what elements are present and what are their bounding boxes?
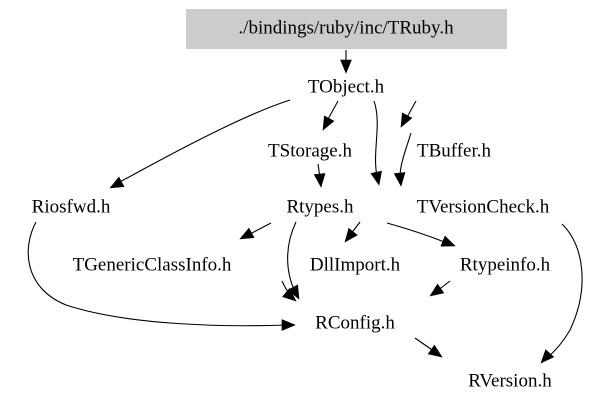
edge-line: [386, 222, 448, 244]
graph-node-rconfig[interactable]: RConfig.h: [315, 312, 395, 333]
graph-node-rversion[interactable]: RVersion.h: [468, 370, 552, 391]
graph-node-tbuffer[interactable]: TBuffer.h: [417, 140, 492, 161]
node-label: DllImport.h: [310, 254, 401, 275]
graph-edge: [239, 222, 272, 240]
graph-node-tobject[interactable]: TObject.h: [308, 76, 385, 97]
graph-node-dllimport[interactable]: DllImport.h: [310, 254, 401, 275]
graph-node-riosfwd[interactable]: Riosfwd.h: [32, 196, 111, 217]
nodes-layer: ./bindings/ruby/inc/TRuby.hTObject.hTSto…: [32, 9, 552, 391]
graph-edge: [109, 99, 291, 189]
node-label: Rtypes.h: [286, 196, 354, 217]
edge-arrowhead: [239, 227, 255, 240]
node-label: RVersion.h: [468, 370, 552, 391]
edge-line: [399, 132, 412, 178]
node-label: Riosfwd.h: [32, 196, 111, 217]
node-label: RConfig.h: [315, 312, 395, 333]
graph-edge: [344, 221, 361, 243]
graph-edge: [322, 100, 339, 131]
edge-arrowhead: [393, 172, 406, 187]
node-label: TStorage.h: [268, 140, 352, 161]
graph-edge: [370, 100, 382, 186]
graph-node-truby[interactable]: ./bindings/ruby/inc/TRuby.h: [186, 9, 507, 49]
graph-node-tversion[interactable]: TVersionCheck.h: [417, 196, 550, 217]
graph-edge: [429, 280, 451, 297]
edges-layer: [27, 50, 583, 364]
edge-line: [373, 100, 378, 177]
graph-edge: [414, 337, 443, 358]
edge-arrowhead: [287, 284, 300, 300]
node-label: TBuffer.h: [417, 140, 492, 161]
edge-arrowhead: [400, 112, 413, 128]
graph-edge: [386, 222, 456, 247]
graph-edge: [287, 221, 300, 300]
node-label: Rtypeinfo.h: [460, 254, 551, 275]
graph-edge: [281, 280, 297, 302]
edge-arrowhead: [440, 235, 456, 247]
edge-arrowhead: [427, 344, 443, 358]
edge-arrowhead: [340, 59, 352, 74]
graph-edge: [340, 50, 352, 74]
edge-arrowhead: [282, 287, 297, 302]
edge-arrowhead: [370, 170, 382, 186]
graph-edge: [400, 100, 417, 128]
edge-arrowhead: [313, 173, 326, 188]
graph-node-rtypeinfo[interactable]: Rtypeinfo.h: [460, 254, 551, 275]
edge-arrowhead: [344, 227, 358, 243]
edge-arrowhead: [540, 349, 555, 364]
node-label: TObject.h: [308, 76, 385, 97]
graph-edge: [540, 223, 583, 364]
graph-edge: [27, 221, 296, 331]
edge-arrowhead: [429, 283, 445, 297]
graph-edge: [313, 163, 326, 188]
edge-line: [117, 99, 291, 184]
root-node-highlight: [186, 9, 507, 49]
edge-line: [27, 221, 287, 327]
graph-node-rtypes[interactable]: Rtypes.h: [286, 196, 354, 217]
edge-arrowhead: [322, 115, 335, 131]
node-label: TGenericClassInfo.h: [73, 254, 232, 275]
edge-line: [326, 100, 339, 122]
edge-line: [546, 223, 583, 359]
edge-arrowhead: [281, 319, 296, 331]
edge-arrowhead: [109, 176, 125, 189]
node-label: ./bindings/ruby/inc/TRuby.h: [238, 17, 454, 38]
node-label: TVersionCheck.h: [417, 196, 550, 217]
graph-node-tgeneric[interactable]: TGenericClassInfo.h: [73, 254, 232, 275]
edge-line: [287, 221, 297, 293]
graph-edge: [393, 132, 412, 187]
graph-node-tstorage[interactable]: TStorage.h: [268, 140, 352, 161]
